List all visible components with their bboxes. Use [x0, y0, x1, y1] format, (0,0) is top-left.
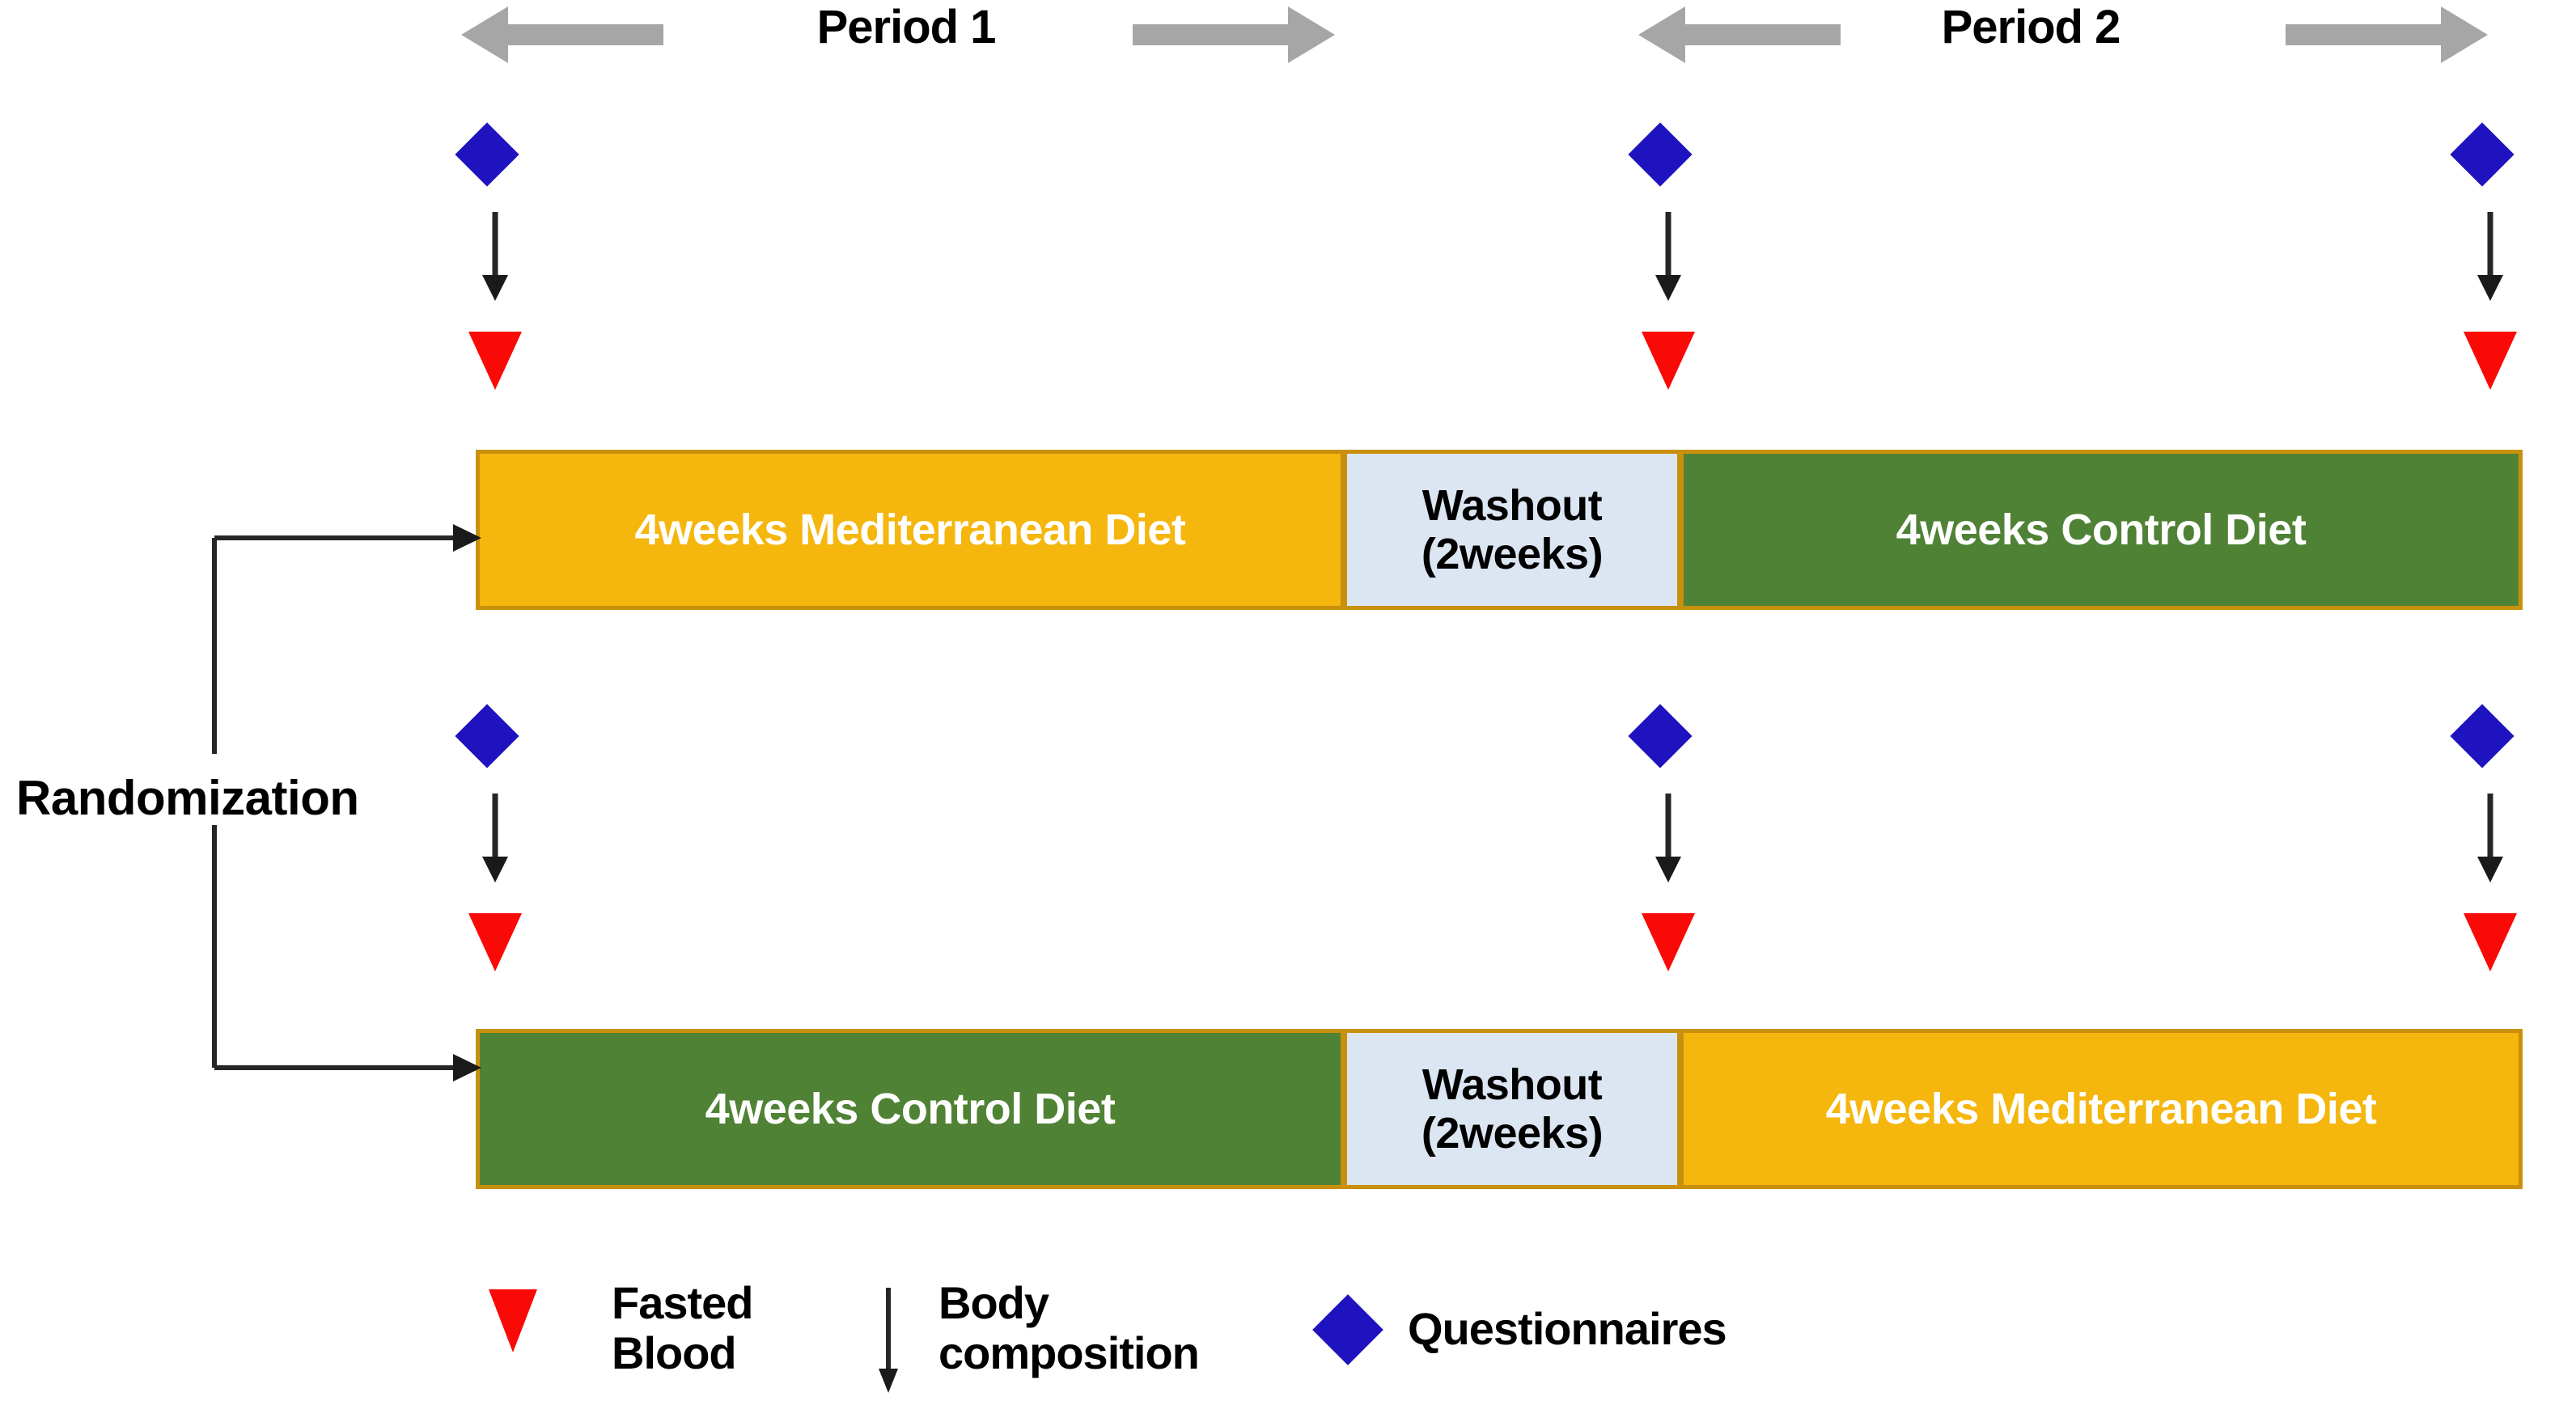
- period-2-label: Period 2: [1941, 1, 2121, 53]
- arm2-mediterranean-label: 4weeks Mediterranean Diet: [1825, 1085, 2377, 1133]
- fasted-blood-triangle-icon: [2464, 913, 2517, 971]
- questionnaire-diamond-icon: [2450, 704, 2515, 768]
- arm2-washout-line1: Washout: [1421, 1060, 1603, 1109]
- period-1-left-arrow-icon: [461, 6, 663, 63]
- body-composition-arrow-icon: [1655, 794, 1681, 882]
- period-2-right-arrow-icon: [2286, 6, 2488, 63]
- arm1-washout-segment: Washout (2weeks): [1343, 450, 1681, 610]
- arm2-washout-segment: Washout (2weeks): [1343, 1029, 1681, 1189]
- period-2-left-arrow-icon: [1638, 6, 1841, 63]
- fasted-blood-triangle-icon: [468, 913, 522, 971]
- questionnaire-diamond-icon: [2450, 122, 2515, 187]
- randomization-label: Randomization: [16, 771, 359, 825]
- fasted-blood-triangle-icon: [2464, 332, 2517, 390]
- legend-fasted-blood-triangle-icon: [489, 1289, 537, 1352]
- legend-body-composition-arrow-icon: [879, 1288, 898, 1393]
- arm1-control-segment: 4weeks Control Diet: [1680, 450, 2523, 610]
- arm1-washout-line2: (2weeks): [1421, 530, 1604, 578]
- legend-fasted-blood-label: Fasted Blood: [612, 1278, 879, 1378]
- arm1-mediterranean-segment: 4weeks Mediterranean Diet: [476, 450, 1345, 610]
- legend-body-composition-line1: Body: [938, 1277, 1049, 1328]
- period-1-right-arrow-icon: [1133, 6, 1335, 63]
- arm2-mediterranean-segment: 4weeks Mediterranean Diet: [1680, 1029, 2523, 1189]
- questionnaire-diamond-icon: [455, 122, 519, 187]
- arm1-mediterranean-label: 4weeks Mediterranean Diet: [634, 506, 1186, 554]
- legend-body-composition-line2: composition: [938, 1327, 1200, 1378]
- body-composition-arrow-icon: [2477, 794, 2503, 882]
- arm2-control-segment: 4weeks Control Diet: [476, 1029, 1345, 1189]
- body-composition-arrow-icon: [482, 212, 508, 301]
- legend-fasted-blood-line2: Blood: [612, 1327, 737, 1378]
- questionnaire-diamond-icon: [1628, 704, 1693, 768]
- arm2-washout-line2: (2weeks): [1421, 1109, 1604, 1157]
- arm1-washout-line1: Washout: [1421, 480, 1603, 530]
- period-1-label: Period 1: [816, 1, 997, 53]
- arm1-control-label: 4weeks Control Diet: [1896, 506, 2307, 554]
- legend-fasted-blood-line1: Fasted: [612, 1277, 753, 1328]
- legend-questionnaires-diamond-icon: [1312, 1294, 1383, 1365]
- body-composition-arrow-icon: [2477, 212, 2503, 301]
- legend-body-composition-label: Body composition: [938, 1278, 1278, 1378]
- randomization-connector: [212, 524, 481, 1081]
- arm2-control-label: 4weeks Control Diet: [705, 1085, 1116, 1133]
- legend-questionnaires-label: Questionnaires: [1408, 1303, 1727, 1354]
- arm1-washout-label: Washout (2weeks): [1421, 480, 1604, 579]
- fasted-blood-triangle-icon: [468, 332, 522, 390]
- body-composition-arrow-icon: [482, 794, 508, 882]
- arm2-washout-label: Washout (2weeks): [1421, 1060, 1604, 1158]
- fasted-blood-triangle-icon: [1642, 332, 1695, 390]
- body-composition-arrow-icon: [1655, 212, 1681, 301]
- questionnaire-diamond-icon: [1628, 122, 1693, 187]
- fasted-blood-triangle-icon: [1642, 913, 1695, 971]
